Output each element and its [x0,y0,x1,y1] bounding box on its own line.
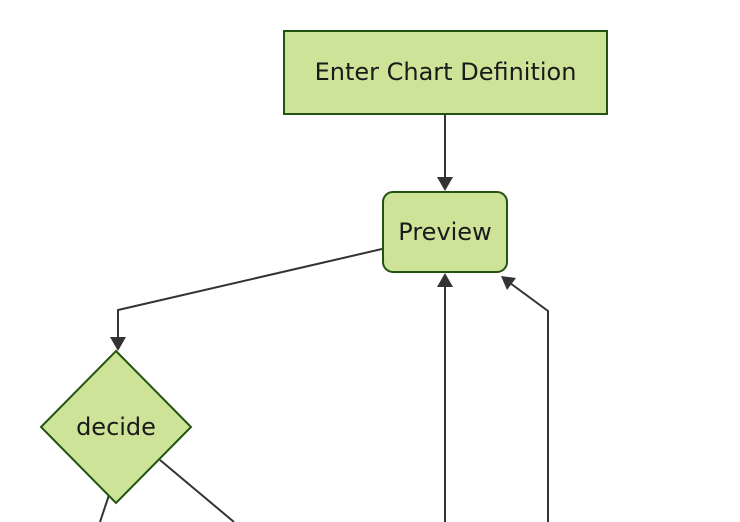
node-decide-shape [39,349,193,505]
arrowhead-into-decide-top [110,337,126,351]
arrowhead-into-preview-top [437,177,453,191]
edge-decide-to-offscreen-bottom-left [99,494,110,522]
edge-offscreen-bottom-right-to-preview [509,282,549,522]
edge-preview-to-decide [117,248,383,338]
edge-decide-to-offscreen-bottom-right [159,459,235,522]
node-enter-chart-definition-shape [283,30,608,115]
arrowhead-into-preview-bottom [437,273,453,287]
node-preview-shape [382,191,508,273]
arrowhead-into-preview-bottom-corner [501,276,516,290]
node-layer [39,30,608,505]
edge-layer [99,115,549,522]
